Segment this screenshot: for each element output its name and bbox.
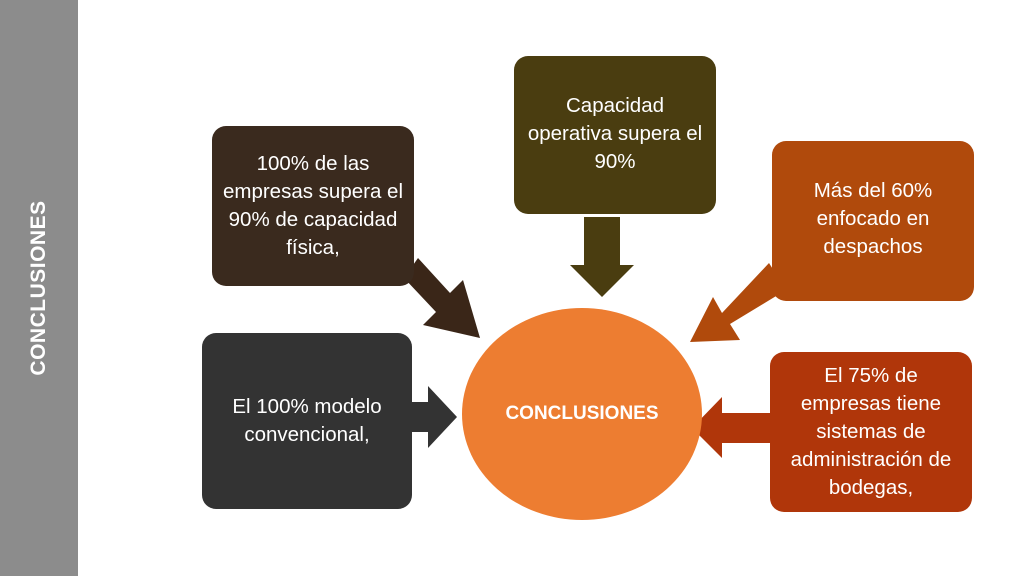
node-conventional-model-text: El 100% modelo convencional, (232, 395, 382, 446)
sidebar: CONCLUSIONES (0, 0, 78, 576)
node-operative-capacity: Capacidad operativa supera el 90% (514, 56, 716, 214)
node-physical-capacity-text: 100% de las empresas supera el 90% de ca… (222, 152, 404, 259)
node-warehouse-systems-text: El 75% de empresas tiene sistemas de adm… (790, 364, 952, 499)
node-dispatch-focus-text: Más del 60% enfocado en despachos (813, 179, 933, 258)
arrow-operative-to-center (570, 217, 634, 297)
arrow-conventional-to-center (412, 386, 457, 448)
node-conventional-model: El 100% modelo convencional, (202, 333, 412, 509)
center-node: CONCLUSIONES (462, 308, 702, 520)
node-physical-capacity: 100% de las empresas supera el 90% de ca… (212, 126, 414, 286)
node-operative-capacity-text: Capacidad operativa supera el 90% (527, 94, 703, 173)
arrow-dispatch-to-center (690, 263, 786, 342)
arrow-warehouse-to-center (692, 397, 770, 458)
node-dispatch-focus: Más del 60% enfocado en despachos (772, 141, 974, 301)
node-warehouse-systems: El 75% de empresas tiene sistemas de adm… (770, 352, 972, 512)
center-node-label: CONCLUSIONES (505, 403, 659, 424)
arrow-physical-to-center (404, 258, 480, 338)
